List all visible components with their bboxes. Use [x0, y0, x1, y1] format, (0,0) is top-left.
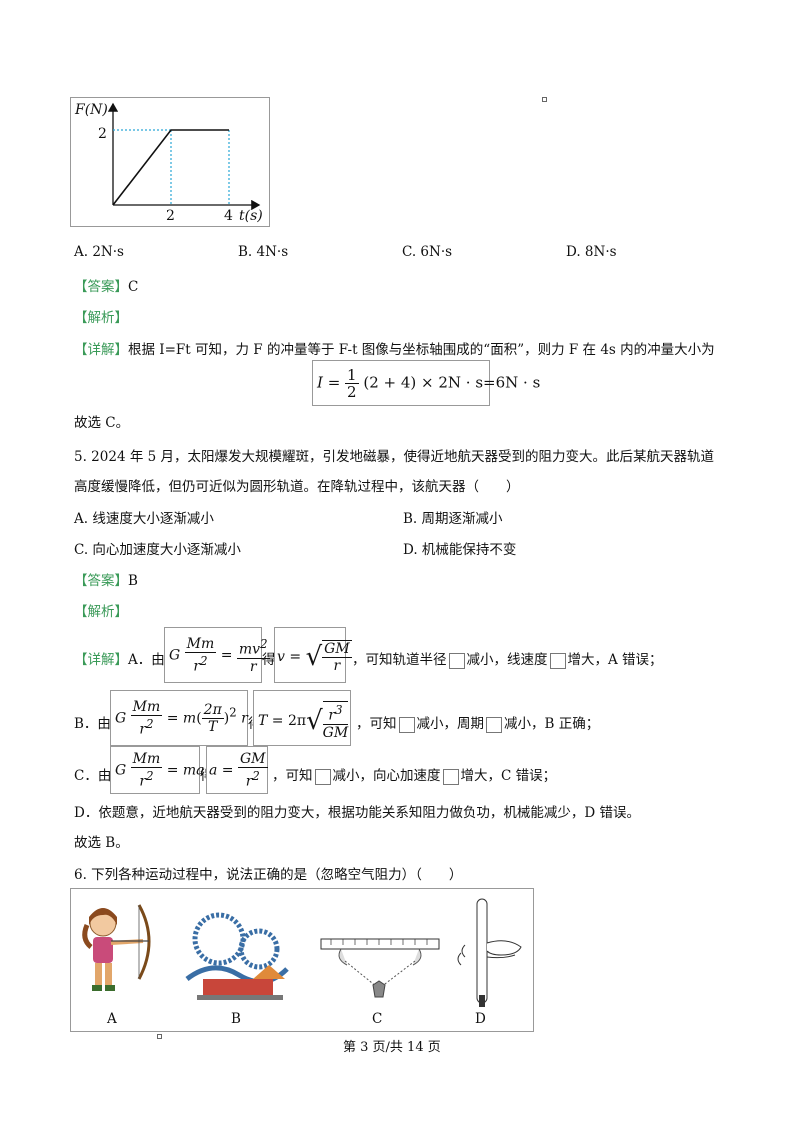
- q4-option-d: D. 8N·s: [566, 244, 617, 260]
- q4-detail: 【详解】根据 I=Ft 可知，力 F 的冲量等于 F-t 图像与坐标轴围成的“面…: [74, 338, 715, 358]
- label-a: A: [107, 1011, 117, 1027]
- artifact-dot: [157, 1034, 162, 1039]
- detail-tag: 【详解】: [74, 652, 128, 668]
- q4-option-b: B. 4N·s: [238, 244, 289, 260]
- archer-illustration: [82, 904, 151, 991]
- q4-answer: 【答案】C: [74, 275, 138, 295]
- y-axis-label: F(N): [75, 102, 108, 118]
- q5-stem-line1: 5. 2024 年 5 月，太阳爆发大规模耀斑，引发地磁暴，使得近地航天器受到的…: [74, 449, 714, 465]
- pen-in-hand-illustration: [457, 898, 522, 1007]
- ruler-illustration: [320, 938, 440, 998]
- q5-line-d: D．依题意，近地航天器受到的阻力变大，根据功能关系知阻力做负功，机械能减少，D …: [74, 805, 640, 821]
- detail-tag: 【详解】: [74, 342, 128, 358]
- page-footer: 第 3 页/共 14 页: [343, 1040, 441, 1055]
- q5-option-b: B. 周期逐渐减小: [403, 511, 503, 527]
- formula-lhs: I =: [317, 373, 341, 392]
- q4-option-a: A. 2N·s: [74, 244, 124, 260]
- blank-box: [448, 652, 465, 669]
- y-tick-label: 2: [98, 126, 107, 142]
- label-b: B: [231, 1011, 241, 1027]
- answer-tag: 【答案】: [74, 279, 128, 295]
- blank-box: [314, 768, 331, 785]
- q5-choose: 故选 B。: [74, 835, 129, 851]
- q5-answer: 【答案】B: [74, 569, 138, 589]
- line-c-tail: ，可知减小，向心加速度增大，C 错误；: [272, 768, 557, 785]
- answer-text: B: [128, 573, 138, 589]
- detail-text: 根据 I=Ft 可知，力 F 的冲量等于 F-t 图像与坐标轴围成的“面积”，则…: [128, 342, 715, 358]
- q5-option-d: D. 机械能保持不变: [403, 542, 517, 558]
- line-a-tail: ，可知轨道半径减小，线速度增大，A 错误；: [352, 652, 663, 669]
- line-a-prefix: A．由: [128, 652, 165, 668]
- q5-option-a: A. 线速度大小逐渐减小: [74, 511, 214, 527]
- answer-text: C: [128, 279, 139, 295]
- blank-box: [398, 716, 415, 733]
- blank-box: [549, 652, 566, 669]
- label-d: D: [475, 1011, 486, 1027]
- q5-option-c: C. 向心加速度大小逐渐减小: [74, 542, 241, 558]
- answer-tag: 【答案】: [74, 573, 128, 589]
- force-time-graph: F(N) 2 2 4 t(s): [70, 97, 270, 227]
- roller-coaster-illustration: [185, 912, 289, 1000]
- q5-analysis-tag: 【解析】: [74, 604, 128, 620]
- q4-option-c: C. 6N·s: [402, 244, 453, 260]
- x-tick-label-4: 4: [224, 208, 233, 224]
- q6-stem: 6. 下列各种运动过程中，说法正确的是（忽略空气阻力）（ ）: [74, 867, 463, 883]
- x-axis-label: t(s): [239, 208, 263, 224]
- q4-choose: 故选 C。: [74, 415, 130, 431]
- q4-analysis-tag: 【解析】: [74, 310, 128, 326]
- formula-rhs: (2 + 4) × 2N · s=6N · s: [363, 373, 541, 392]
- q6-illustrations: A B C D: [70, 888, 534, 1032]
- label-c: C: [372, 1011, 383, 1027]
- line-b-tail: ，可知减小，周期减小，B 正确；: [356, 716, 600, 733]
- chart-svg: [107, 102, 261, 211]
- blank-box: [442, 768, 459, 785]
- line-a-mid: 得: [262, 652, 276, 668]
- q5-line-b-prefix: B．由: [74, 716, 111, 732]
- q5-line-c-prefix: C．由: [74, 768, 112, 784]
- q5-line-a: 【详解】A．由: [74, 648, 165, 668]
- q5-stem-line2: 高度缓慢降低，但仍可近似为圆形轨道。在降轨过程中，该航天器（ ）: [74, 479, 520, 495]
- blank-box: [486, 716, 502, 733]
- artifact-dot: [542, 97, 547, 102]
- x-tick-label-2: 2: [166, 208, 175, 224]
